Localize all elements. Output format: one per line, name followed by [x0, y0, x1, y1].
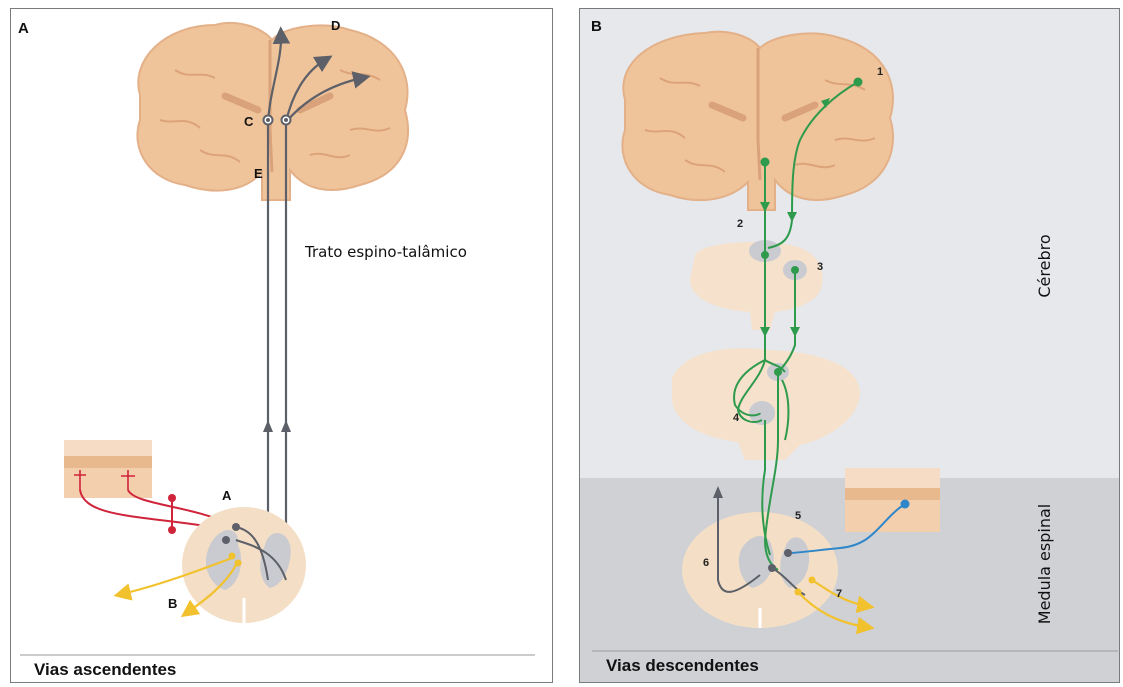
region-brain-label: Cérebro [1035, 216, 1055, 316]
number-5: 5 [795, 510, 801, 522]
region-spinal-label: Medula espinal [1035, 499, 1055, 629]
number-3: 3 [817, 261, 823, 273]
label-d: D [331, 18, 340, 33]
brain-section-b [622, 32, 893, 210]
skin-section-b [845, 468, 940, 532]
panel-b-letter: B [591, 18, 602, 35]
number-1: 1 [877, 66, 883, 78]
spinal-cord-a [182, 507, 306, 623]
number-2: 2 [737, 218, 743, 230]
number-7: 7 [836, 588, 842, 600]
label-e: E [254, 166, 263, 181]
panel-a-letter: A [18, 20, 29, 37]
tract-label: Trato espino-talâmico [305, 243, 467, 261]
brain-section-a [137, 23, 408, 200]
spinal-cord-b [682, 512, 838, 628]
skin-section-a [64, 440, 152, 498]
number-6: 6 [703, 557, 709, 569]
label-a: A [222, 488, 231, 503]
number-4: 4 [733, 412, 739, 424]
panel-a-caption: Vias ascendentes [34, 660, 176, 680]
label-b: B [168, 596, 177, 611]
panel-b-caption: Vias descendentes [606, 656, 759, 676]
label-c: C [244, 114, 253, 129]
